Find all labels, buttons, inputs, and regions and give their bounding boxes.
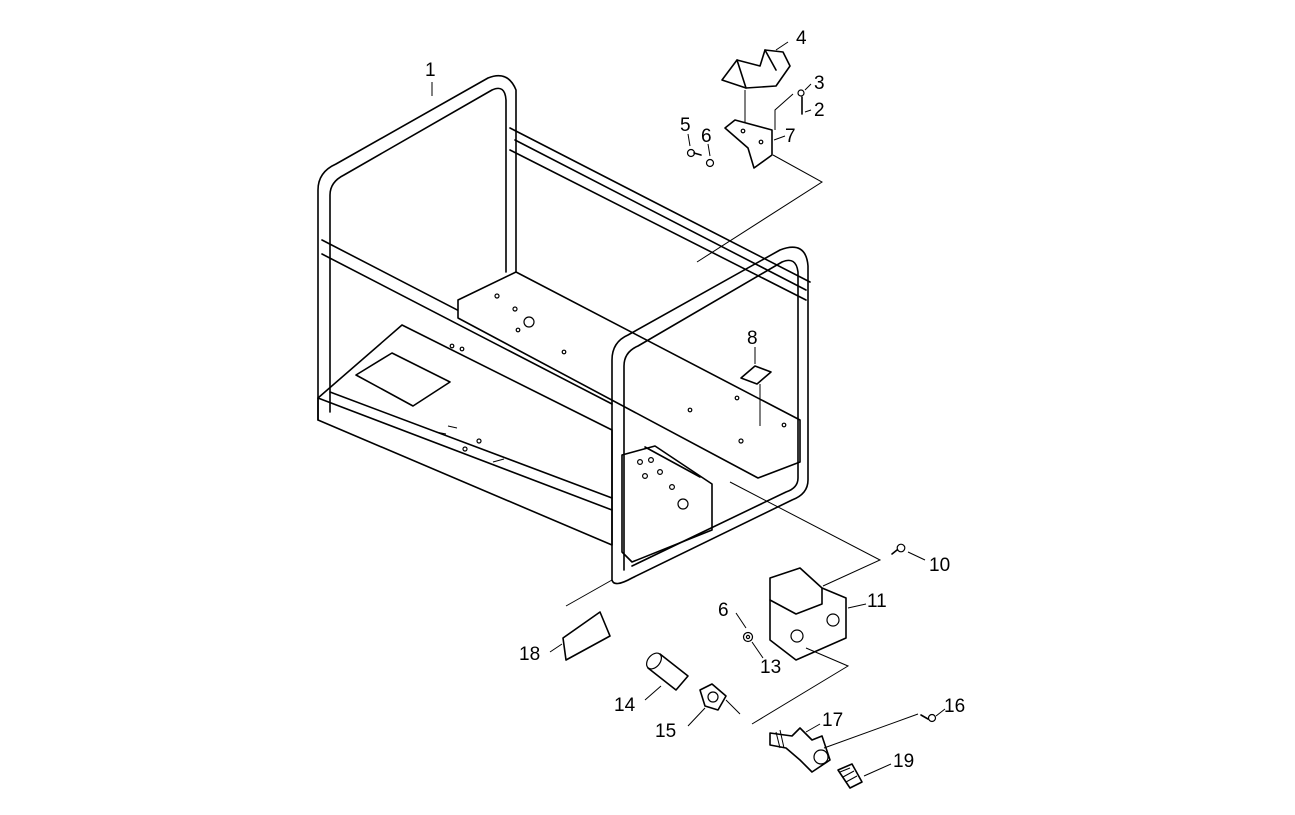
part-label-16: 16 [944,696,965,717]
part-label-14: 14 [614,695,636,716]
leader-lines [431,41,946,777]
hose-parts [562,579,741,715]
front-bracket-assembly [729,481,937,789]
part-label-15: 15 [655,721,676,742]
part-label-7: 7 [785,126,796,147]
top-mount-assembly [686,49,823,263]
part-label-2: 2 [814,100,825,121]
part-label-11: 11 [867,591,887,612]
part-label-17: 17 [822,710,843,731]
part-label-5: 5 [680,115,691,136]
part-label-1: 1 [425,60,436,81]
decal-plate [740,365,772,426]
part-label-6-top: 6 [701,126,712,147]
part-labels: 1 2 3 4 5 6 7 8 10 11 6 13 14 15 16 17 1… [425,28,965,772]
part-label-4: 4 [796,28,807,49]
part-label-19: 19 [893,751,914,772]
part-label-6-bottom: 6 [718,600,729,621]
part-label-18: 18 [519,644,540,665]
part-label-10: 10 [929,555,950,576]
part-label-13: 13 [760,657,781,678]
part-label-8: 8 [747,328,758,349]
frame-drawing [317,74,811,585]
part-label-3: 3 [814,73,825,94]
